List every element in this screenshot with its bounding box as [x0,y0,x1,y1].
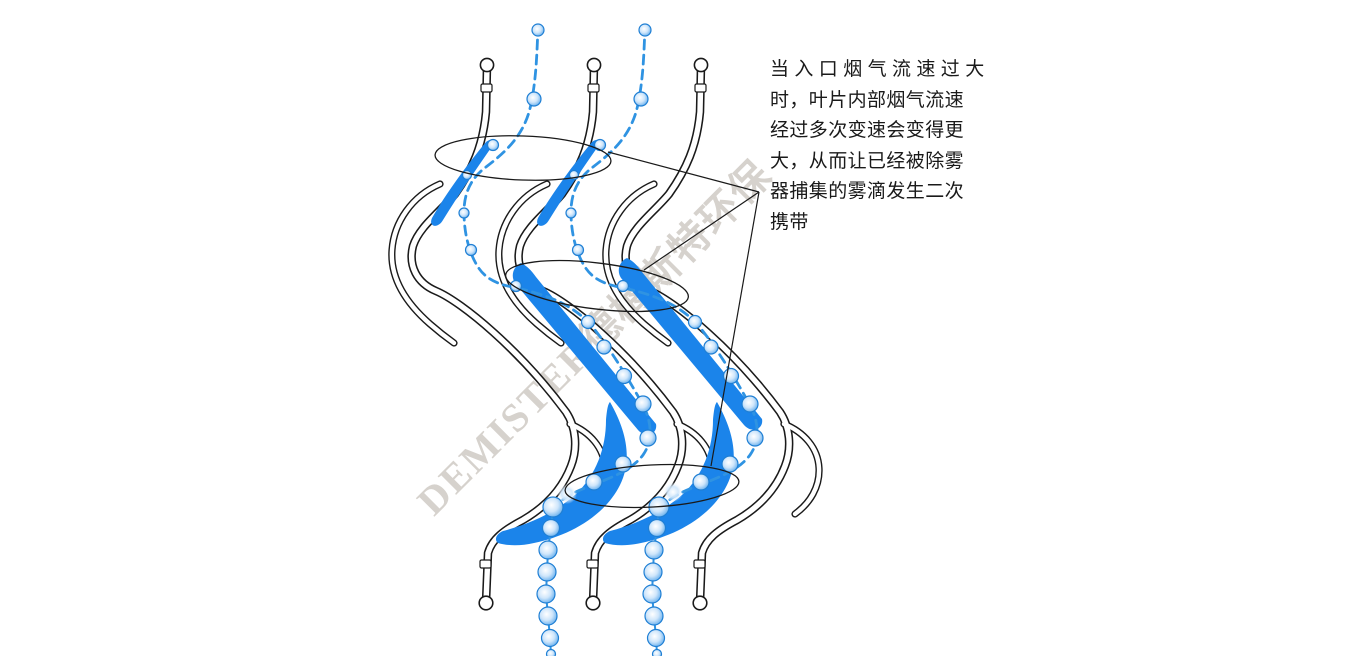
demister-vane-diagram [0,22,880,656]
leader-line-bottom [710,191,760,467]
annotation-line: 经过多次变速会变得更 [770,120,965,142]
callout-ellipse-middle [504,259,690,313]
leader-lines [607,151,760,467]
callout-ellipses [434,135,740,509]
leader-line-top [607,151,760,193]
callout-ellipse-top [434,135,612,181]
leader-line-middle [643,191,760,271]
annotation-line: 当入口烟气流速过大 [770,59,990,80]
annotation-line: 时，叶片内部烟气流速 [770,89,965,111]
annotation-text-block: 当入口烟气流速过大 时，叶片内部烟气流速 经过多次变速会变得更 大，从而让已经被… [770,55,990,239]
callout-ellipse-bottom [564,463,740,509]
annotation-line: 携带 [770,211,809,233]
annotation-line: 器捕集的雾滴发生二次 [770,181,965,203]
annotation-line: 大，从而让已经被除雾 [770,150,965,172]
